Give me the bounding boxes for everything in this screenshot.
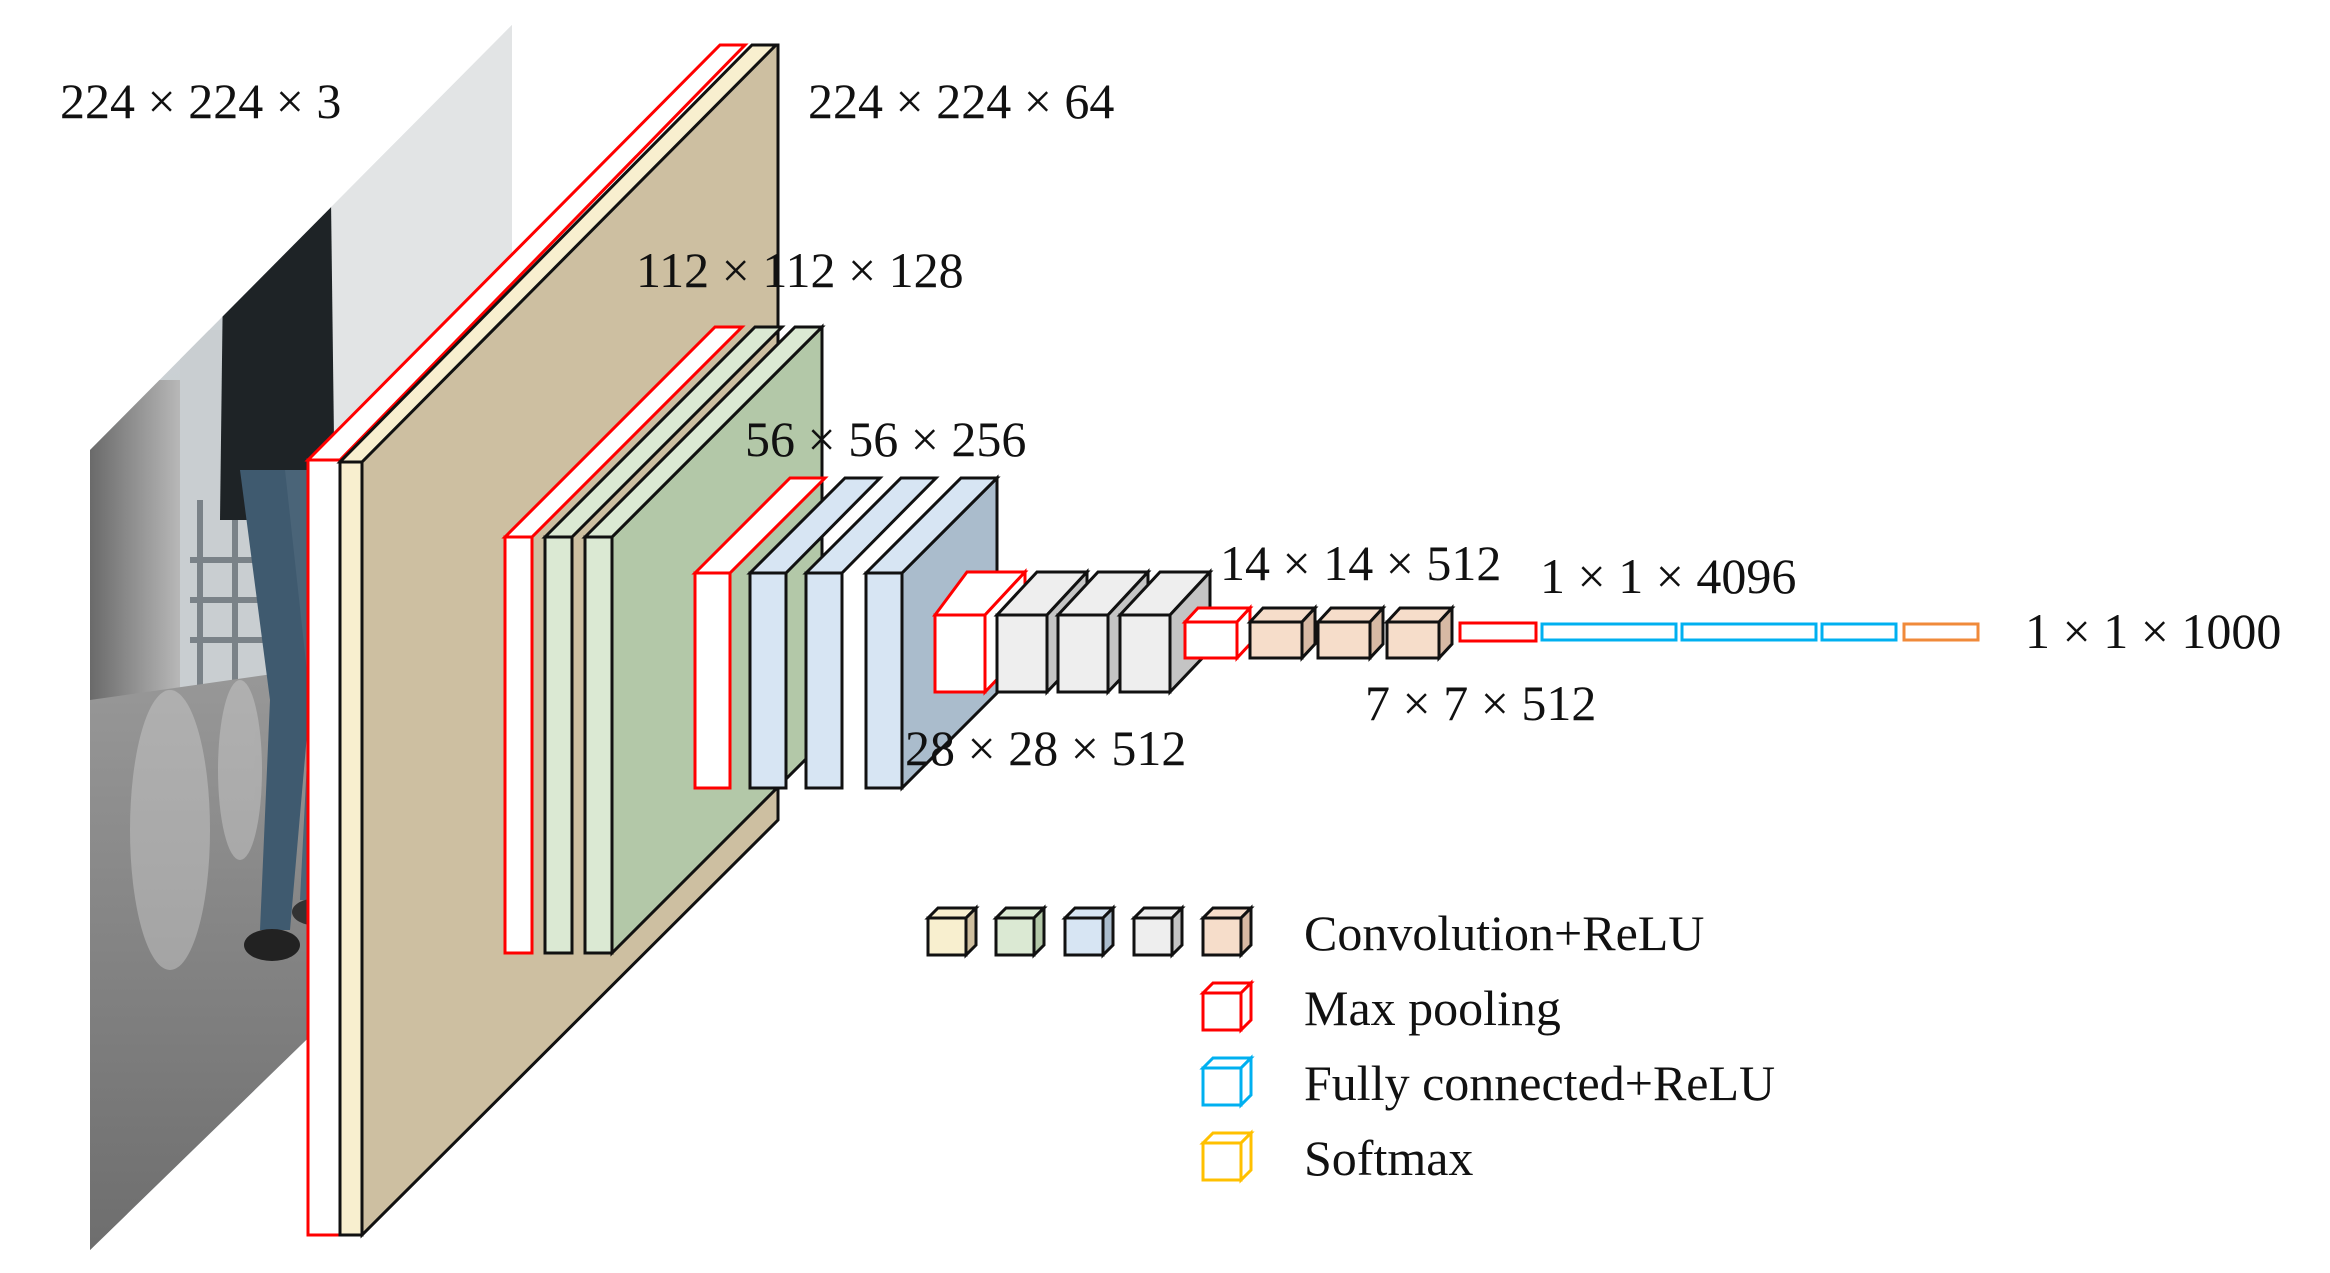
label-conv5: 14 × 14 × 512 [1220, 535, 1501, 591]
label-pool5: 7 × 7 × 512 [1365, 675, 1596, 731]
softmax-bar [1902, 622, 1980, 642]
legend-pool-label: Max pooling [1304, 980, 1561, 1036]
pool5-bar [1458, 621, 1538, 643]
label-conv3: 56 × 56 × 256 [745, 411, 1026, 467]
block2-pool-slice [501, 325, 746, 955]
legend-pool-cube [1199, 979, 1255, 1034]
block1-pool-slice [304, 43, 749, 1237]
conv4-block [993, 568, 1214, 696]
label-conv4: 28 × 28 × 512 [905, 720, 1186, 776]
legend: Convolution+ReLU Max pooling Fully conne… [924, 904, 1775, 1186]
legend-softmax-cube [1199, 1129, 1255, 1184]
label-fc: 1 × 1 × 4096 [1540, 548, 1796, 604]
legend-conv-label: Convolution+ReLU [1304, 905, 1704, 961]
label-output: 1 × 1 × 1000 [2025, 603, 2281, 659]
legend-softmax-label: Softmax [1304, 1130, 1473, 1186]
legend-fc-cube [1199, 1054, 1255, 1109]
label-input: 224 × 224 × 3 [60, 73, 341, 129]
legend-fc-label: Fully connected+ReLU [1304, 1055, 1775, 1111]
block3-pool-slice [691, 476, 829, 790]
fc-bars [1540, 622, 1898, 642]
label-conv1: 224 × 224 × 64 [808, 73, 1114, 129]
block5-pool-slice [1181, 604, 1254, 662]
conv5-block [1246, 604, 1456, 662]
label-conv2: 112 × 112 × 128 [636, 242, 964, 298]
legend-conv-cubes [924, 904, 1255, 959]
